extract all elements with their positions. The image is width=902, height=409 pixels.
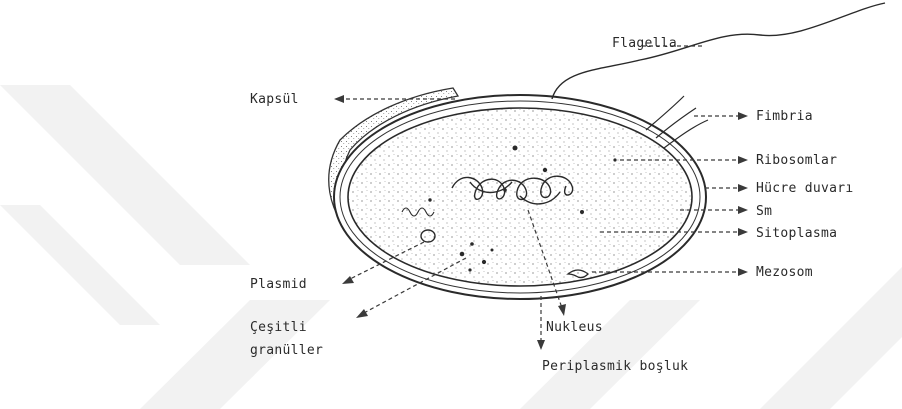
- label-flagella: Flagella: [612, 36, 677, 51]
- label-hucre-duvari: Hücre duvarı: [756, 181, 854, 196]
- label-fimbria: Fimbria: [756, 109, 813, 124]
- label-ribosomlar: Ribosomlar: [756, 153, 837, 168]
- label-sitoplasma: Sitoplasma: [756, 226, 837, 241]
- label-cesitli: Çeşitli: [250, 320, 307, 335]
- label-mezosom: Mezosom: [756, 265, 813, 280]
- flagellum: [552, 3, 885, 99]
- label-sm: Sm: [756, 204, 772, 219]
- label-granuller: granüller: [250, 343, 323, 358]
- label-plasmid: Plasmid: [250, 277, 307, 292]
- label-nukleus: Nukleus: [546, 320, 603, 335]
- label-kapsul: Kapsül: [250, 92, 299, 107]
- cytoplasm: [348, 108, 692, 286]
- label-periplasmik: Periplasmik boşluk: [542, 359, 688, 374]
